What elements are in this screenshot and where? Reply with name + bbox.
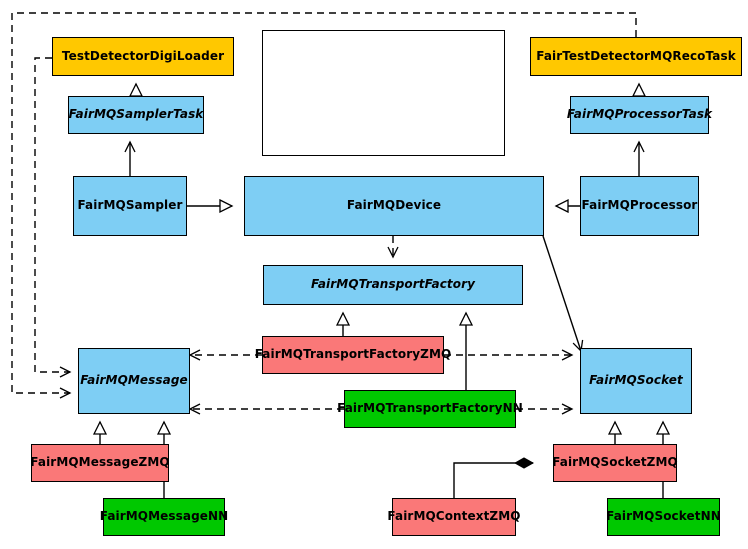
class-node-TestDetectorDigiLoader[interactable]: TestDetectorDigiLoader [52, 37, 234, 76]
class-node-FairMQSocket[interactable]: FairMQSocket [580, 348, 692, 414]
class-node-FairMQProcessor[interactable]: FairMQProcessor [580, 176, 699, 236]
edge-digiloader-to-message [34, 57, 72, 378]
class-node-FairMQTransportFactoryZMQ[interactable]: FairMQTransportFactoryZMQ [255, 336, 451, 374]
class-node-FairMQDevice[interactable]: FairMQDevice [244, 176, 544, 236]
class-node-FairTestDetectorMQRecoTask[interactable]: FairTestDetectorMQRecoTask [530, 37, 742, 76]
edge-socketzmq-composition-contextzmq [453, 457, 535, 498]
class-node-FairMQSamplerTask[interactable]: FairMQSamplerTask [68, 96, 204, 134]
class-node-FairMQSocketNN[interactable]: FairMQSocketNN [606, 498, 721, 536]
class-node-FairMQTransportFactoryNN[interactable]: FairMQTransportFactoryNN [337, 390, 523, 428]
class-node-FairMQSampler[interactable]: FairMQSampler [73, 176, 187, 236]
class-node-FairMQTransportFactory[interactable]: FairMQTransportFactory [263, 265, 523, 305]
legend-box [262, 30, 505, 156]
class-node-FairMQProcessorTask[interactable]: FairMQProcessorTask [567, 96, 712, 134]
class-node-FairMQMessageNN[interactable]: FairMQMessageNN [100, 498, 228, 536]
class-node-FairMQContextZMQ[interactable]: FairMQContextZMQ [387, 498, 520, 536]
class-node-FairMQMessageZMQ[interactable]: FairMQMessageZMQ [30, 444, 170, 482]
edge-device-to-socket [542, 235, 584, 353]
class-node-FairMQMessage[interactable]: FairMQMessage [78, 348, 190, 414]
class-node-FairMQSocketZMQ[interactable]: FairMQSocketZMQ [552, 444, 678, 482]
